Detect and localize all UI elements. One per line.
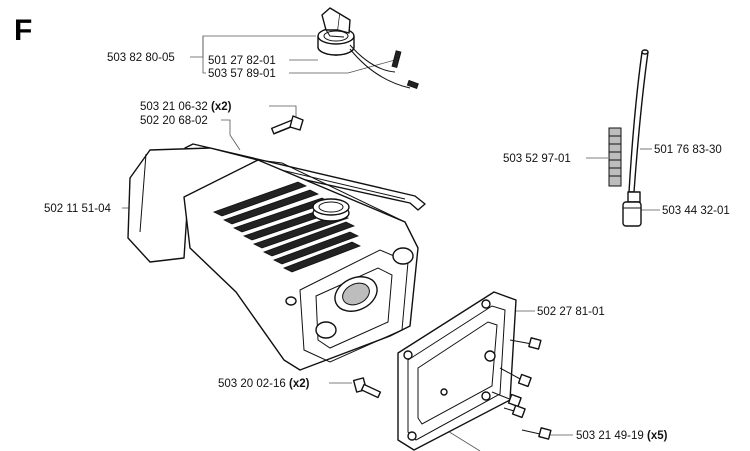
section-letter: F [14,14,32,47]
part-label: 502 27 81-01 [537,306,605,318]
leader-lines [122,35,660,451]
quantity: (x2) [289,378,310,390]
tank-housing [127,147,419,371]
part-label: 503 20 02-16 (x2) [218,378,310,390]
part-labels: 503 82 80-05 501 27 82-01 503 57 89-01 5… [44,52,730,442]
part-label: 503 52 97-01 [503,153,571,165]
fuel-hose [628,49,649,193]
screw-top [270,115,304,135]
fuel-filter [622,191,642,227]
part-label: 503 57 89-01 [208,68,276,80]
part-label: 503 82 80-05 [107,52,175,64]
part-label: 502 11 51-04 [44,203,112,215]
part-label: 503 21 06-32 (x2) [140,101,232,113]
cover-plate [397,291,517,451]
screw-side [352,377,382,399]
part-label: 502 20 68-02 [140,115,208,127]
quantity: (x5) [647,430,668,442]
cooling-ribs [212,181,361,273]
filter-mesh [608,127,622,187]
screws-cover [491,337,552,440]
part-label: 501 76 83-30 [654,144,722,156]
part-label: 503 44 32-01 [662,205,730,217]
quantity: (x2) [211,101,232,113]
fuel-cap [317,7,419,90]
part-label: 503 21 49-19 (x5) [576,430,668,442]
part-label: 501 27 82-01 [208,55,276,67]
